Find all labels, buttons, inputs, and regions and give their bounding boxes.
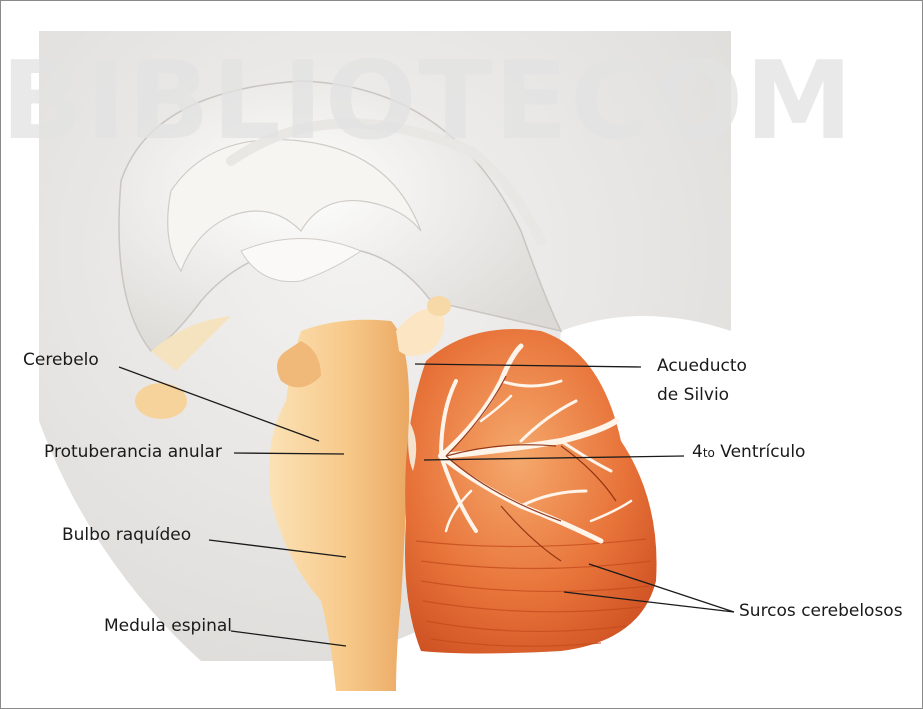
label-protuberancia: Protuberancia anular bbox=[44, 442, 222, 463]
cerebellum bbox=[405, 329, 657, 654]
label-ventriculo-number: 4 bbox=[692, 442, 703, 462]
label-cerebelo: Cerebelo bbox=[23, 350, 99, 371]
label-surcos: Surcos cerebelosos bbox=[739, 601, 903, 622]
label-ventriculo-word: Ventrículo bbox=[720, 442, 805, 462]
label-acueducto-line1: Acueducto bbox=[657, 356, 747, 377]
label-medula: Medula espinal bbox=[104, 616, 232, 637]
label-ventriculo: 4to Ventrículo bbox=[692, 442, 805, 464]
pituitary bbox=[135, 383, 187, 419]
label-acueducto-line2: de Silvio bbox=[657, 385, 729, 406]
label-bulbo: Bulbo raquídeo bbox=[62, 525, 191, 546]
label-ventriculo-suffix: to bbox=[703, 446, 715, 460]
watermark-text: BIBLIOTECOM bbox=[1, 47, 701, 157]
